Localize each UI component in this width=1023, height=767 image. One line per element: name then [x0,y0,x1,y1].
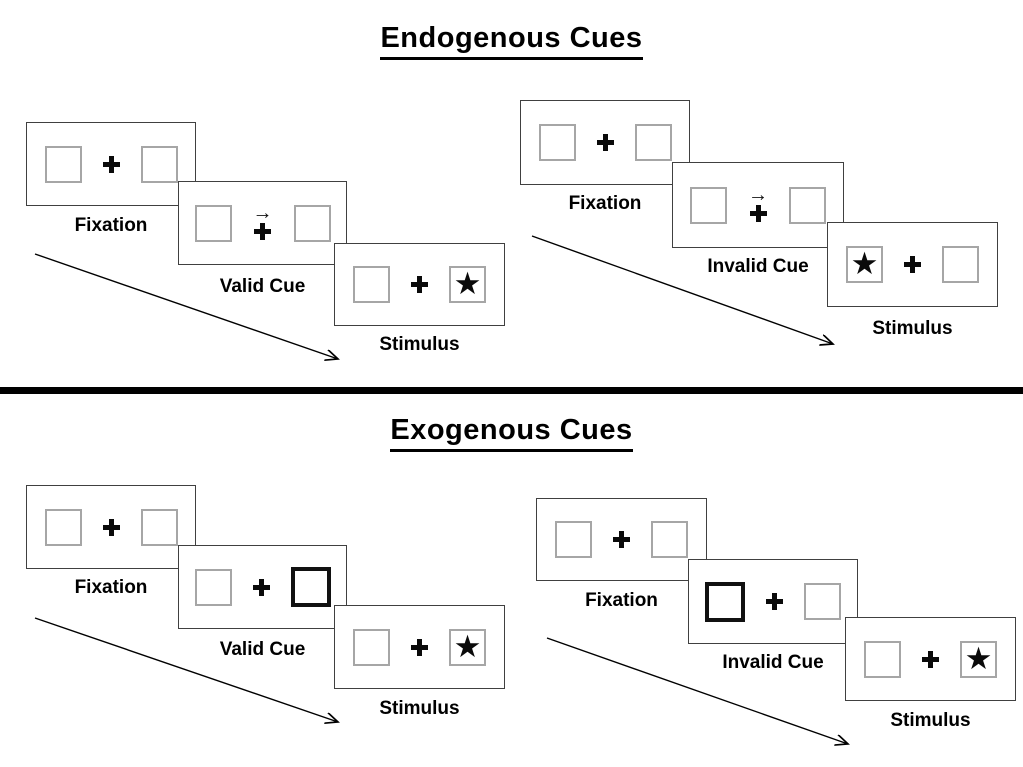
fixation-cross-icon [613,531,630,548]
placeholder-box-left [194,568,232,606]
cue-stack: → [748,183,768,222]
stimulus-panel: ★ [334,243,505,326]
target-star-icon: ★ [964,640,993,676]
placeholder-box-right [140,508,178,546]
sequence-arrow [34,617,345,729]
placeholder-box-right [634,124,672,161]
panel-label: Valid Cue [219,639,306,660]
placeholder-box-right [140,145,178,183]
placeholder-box-right [942,246,979,283]
panel-label: Stimulus [379,698,460,719]
placeholder-box-left [353,266,390,303]
section-title-exogenous: Exogenous Cues [0,414,1023,452]
fixation-panel [26,122,196,206]
placeholder-box-right [293,204,331,242]
stimulus-panel: ★ [845,617,1016,701]
fixation-cross-icon [922,650,939,668]
panel-label: Stimulus [890,710,971,731]
sequence-arrow [531,235,840,351]
panel-label: Fixation [585,590,658,611]
placeholder-box-left [194,204,232,242]
panel-label: Invalid Cue [707,256,809,277]
placeholder-box-left [555,521,592,558]
section-title-text: Exogenous Cues [390,414,633,452]
fixation-panel [26,485,196,569]
fixation-panel [536,498,707,581]
exogenous-cue-box-left [705,581,745,622]
panel-label: Stimulus [872,318,953,339]
panel-label: Fixation [568,193,642,214]
target-star-icon: ★ [850,246,879,281]
placeholder-box-left [538,124,576,161]
placeholder-box-right [789,186,826,224]
fixation-cross-icon [102,518,120,536]
target-box-right: ★ [449,266,486,303]
valid-cue-panel [178,545,347,629]
fixation-cross-icon [411,276,428,293]
placeholder-box-left [44,145,82,183]
panel-label: Valid Cue [219,276,306,297]
stimulus-panel: ★ [827,222,998,307]
stimulus-panel: ★ [334,605,505,689]
fixation-cross-icon [904,256,921,273]
panel-label: Stimulus [379,334,460,355]
cue-right-arrow-icon: → [252,201,273,224]
panel-label: Fixation [74,215,148,236]
section-title-endogenous: Endogenous Cues [0,22,1023,60]
target-star-icon: ★ [453,628,482,664]
target-star-icon: ★ [453,266,482,301]
placeholder-box-left [864,640,901,678]
exogenous-cue-box-right [290,567,331,607]
placeholder-box-left [353,628,390,666]
target-box-right: ★ [449,628,486,666]
cue-right-arrow-icon: → [748,183,768,206]
fixation-cross-icon [411,638,428,656]
placeholder-box-right [651,521,688,558]
section-divider [0,387,1023,394]
fixation-cross-icon [596,134,614,151]
fixation-cross-icon [102,155,120,173]
section-title-text: Endogenous Cues [380,22,643,60]
sequence-arrow [546,637,855,751]
valid-cue-panel: → [178,181,347,265]
fixation-cross-icon [766,593,783,610]
fixation-cross-icon [252,578,270,596]
panel-label: Invalid Cue [722,652,824,673]
panel-label: Fixation [74,577,148,598]
placeholder-box-left [44,508,82,546]
placeholder-box-left [690,186,727,224]
invalid-cue-panel: → [672,162,844,248]
fixation-panel [520,100,690,185]
cue-stack: → [252,201,273,240]
fixation-cross-icon [254,222,271,240]
target-box-right: ★ [960,640,997,678]
sequence-arrow [34,253,345,366]
target-box-left: ★ [846,246,883,283]
invalid-cue-panel [688,559,858,644]
fixation-cross-icon [749,204,767,222]
placeholder-box-right [804,583,841,620]
